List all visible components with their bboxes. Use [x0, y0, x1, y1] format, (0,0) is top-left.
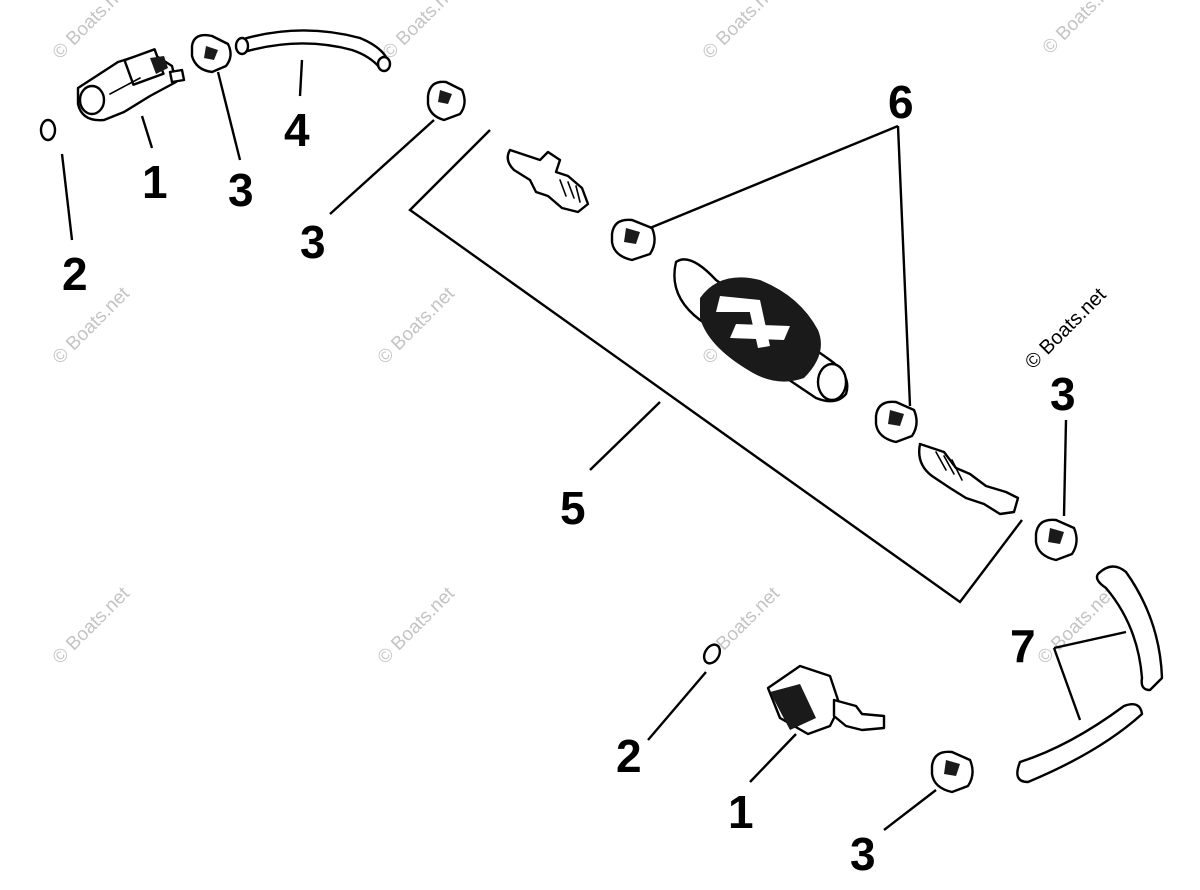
hose-right-upper [1095, 565, 1164, 692]
o-ring-top [39, 118, 57, 142]
callout-3-top-b: 3 [300, 216, 326, 268]
primer-bulb [673, 258, 849, 403]
callout-3-right: 3 [1050, 368, 1076, 420]
hose-fitting-left [506, 148, 590, 214]
callout-3-top-a: 3 [228, 164, 254, 216]
callout-5: 5 [560, 482, 586, 534]
callout-2-bottom: 2 [616, 730, 642, 782]
watermark: © Boats.net [699, 0, 785, 64]
watermark: © Boats.net [374, 283, 460, 369]
watermark: © Boats.net [49, 583, 135, 669]
watermark: © Boats.net [49, 0, 135, 64]
watermark: © Boats.net [374, 583, 460, 669]
hose-right-lower [1016, 703, 1144, 784]
callout-6: 6 [888, 76, 914, 128]
connector-bottom [766, 664, 886, 736]
watermark: © Boats.net [1034, 583, 1120, 669]
watermark-layer: © Boats.net © Boats.net © Boats.net © Bo… [49, 0, 1125, 669]
hose-fitting-right [918, 442, 1020, 516]
callout-3-bottom: 3 [850, 828, 876, 880]
callout-1-top: 1 [142, 156, 168, 208]
connector-top [76, 48, 186, 122]
clamp-top-left [190, 33, 232, 74]
clamp-bottom [930, 750, 974, 794]
leader-lines [60, 59, 1127, 831]
watermark-dark: © Boats.net [1021, 284, 1111, 374]
o-ring-bottom [702, 643, 722, 665]
callout-labels: 1 2 3 4 3 5 6 3 7 2 1 3 [62, 76, 1076, 880]
clamp-bulb-upper [610, 218, 656, 262]
watermark: © Boats.net [379, 0, 465, 64]
clamp-top-center [426, 80, 466, 122]
watermark: © Boats.net [1039, 0, 1125, 59]
callout-1-bottom: 1 [728, 786, 754, 838]
hose-top [238, 29, 390, 70]
callout-7: 7 [1010, 620, 1036, 672]
callout-4: 4 [284, 104, 310, 156]
clamp-bulb-lower [874, 400, 918, 444]
clamp-right [1034, 518, 1078, 562]
callout-2-top: 2 [62, 248, 88, 300]
